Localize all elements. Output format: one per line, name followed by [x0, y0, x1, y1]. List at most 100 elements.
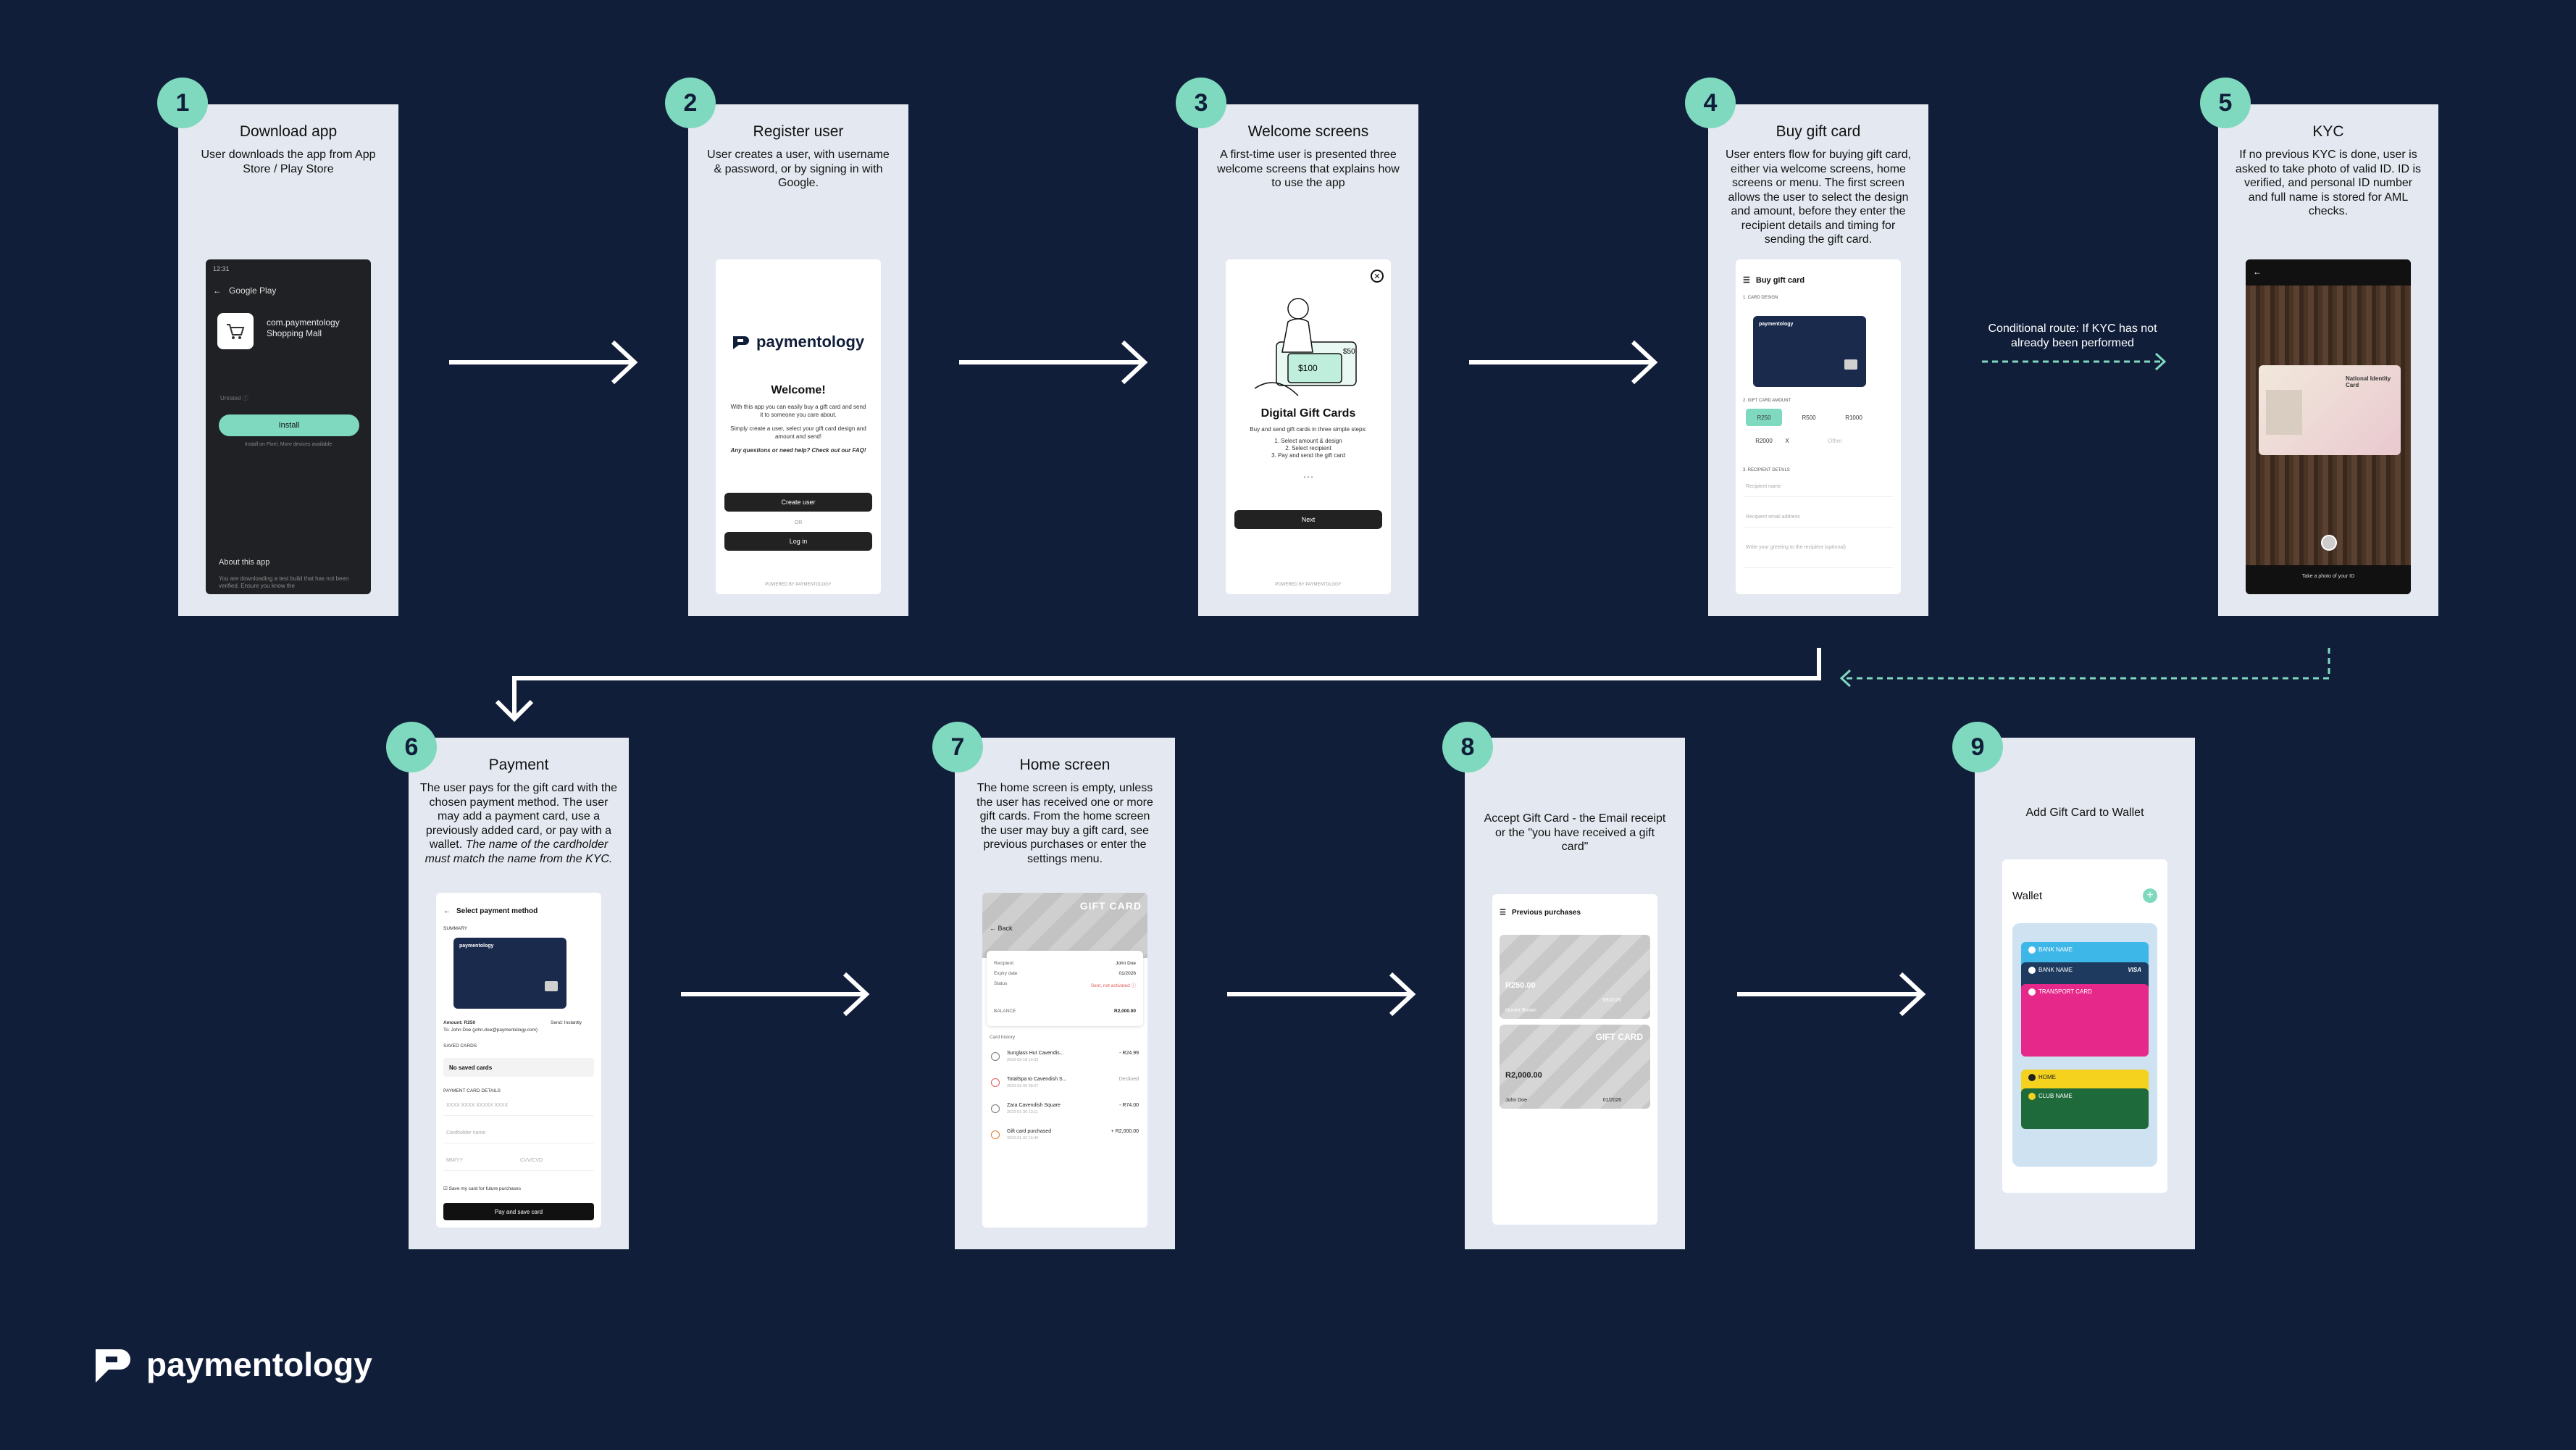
purchased-card[interactable]: GIFT CARD R2,000.00 John Doe 01/2026 — [1500, 1025, 1650, 1109]
wallet-card-label: TRANSPORT CARD — [2038, 988, 2092, 996]
balance-label: BALANCE — [994, 1009, 1016, 1014]
card-number-field[interactable]: XXXX XXXX XXXXX XXXX — [443, 1097, 594, 1116]
bag-icon — [991, 1052, 1000, 1061]
save-card-checkbox[interactable]: ☑ Save my card for future purchases — [443, 1186, 521, 1191]
wallet-card[interactable]: CLUB NAME — [2021, 1088, 2149, 1129]
flow-arrow-1-2 — [449, 341, 638, 384]
step-4-panel: Buy gift card User enters flow for buyin… — [1708, 104, 1928, 616]
header-title: Buy gift card — [1755, 275, 1805, 285]
amount-other-input[interactable]: Other — [1827, 437, 1842, 444]
step-title: Buy gift card — [1776, 123, 1861, 140]
back-arrow-icon[interactable]: ← — [2253, 267, 2262, 277]
balance-value: R2,000.00 — [1114, 1009, 1136, 1014]
info-key: Status — [994, 981, 1008, 986]
amount-option[interactable]: R250 — [1746, 409, 1782, 426]
summary-label: SUMMARY — [443, 926, 468, 931]
back-button[interactable]: ← Back — [990, 925, 1013, 932]
recipient-name-field[interactable]: Recipient name — [1743, 478, 1894, 497]
pay-and-save-button[interactable]: Pay and save card — [443, 1203, 594, 1220]
gift-card-design[interactable]: paymentology — [1753, 316, 1866, 387]
paymentology-logo-icon — [96, 1349, 130, 1383]
tx-name: Sunglass Hut Cavendis... — [1007, 1051, 1064, 1056]
welcome-step-3: 3. Pay and send the gift card — [1271, 452, 1345, 459]
id-card-title: National Identity Card — [2346, 375, 2391, 388]
menu-icon[interactable]: ☰ — [1743, 276, 1750, 285]
greeting-field[interactable]: Write your greeting to the recipient (op… — [1743, 539, 1894, 568]
welcome-heading: Welcome! — [771, 384, 826, 396]
no-saved-cards: No saved cards — [443, 1058, 594, 1077]
step-badge-3: 3 — [1176, 78, 1226, 128]
card-logo: paymentology — [1759, 322, 1794, 327]
info-value: John Doe — [1116, 961, 1136, 966]
or-divider: OR — [794, 520, 803, 525]
step-badge-8: 8 — [1442, 722, 1493, 772]
section-amount: 2. GIFT CARD AMOUNT — [1743, 399, 1791, 403]
purchased-card[interactable]: R250.00 Hunter Brown 09/2026 — [1500, 935, 1650, 1019]
tx-date: 2023-01-02 16:40 — [1007, 1136, 1039, 1141]
back-arrow-icon[interactable]: ← — [443, 907, 451, 915]
transaction-row[interactable]: Sunglass Hut Cavendis...2023-02-18 14:32… — [988, 1048, 1142, 1070]
step-description: The user pays for the gift card with the… — [419, 781, 619, 866]
cart-icon — [217, 313, 254, 349]
gift-icon — [991, 1130, 1000, 1139]
close-icon[interactable]: ✕ — [1371, 270, 1384, 283]
transaction-row[interactable]: TotalSpa to Cavendish S...2023-02-05 09:… — [988, 1074, 1142, 1096]
step-description-main: The user pays for the gift card with the… — [419, 782, 618, 851]
cardholder-field[interactable]: Cardholder name — [443, 1125, 594, 1143]
about-app-text: You are downloading a test build that ha… — [219, 575, 349, 589]
recipient-email-field[interactable]: Recipient email address — [1743, 509, 1894, 528]
step-description: User creates a user, with username & pas… — [707, 149, 890, 189]
back-label: Back — [998, 925, 1013, 932]
add-card-icon[interactable]: + — [2143, 888, 2157, 903]
section-card-design: 1. CARD DESIGN — [1743, 296, 1778, 300]
info-key: Recipient — [994, 961, 1014, 966]
flow-arrow-8-9 — [1737, 972, 1926, 1016]
cvv-field[interactable]: CVV/CVD — [517, 1152, 594, 1171]
install-button[interactable]: Install — [219, 414, 359, 436]
status-bar: 12:31 — [213, 265, 230, 272]
summary-to: To: John Doe (john.doe@paymentology.com) — [443, 1028, 538, 1033]
flow-arrow-7-8 — [1227, 972, 1416, 1016]
wallet-card[interactable]: TRANSPORT CARD — [2021, 984, 2149, 1057]
step-badge-4: 4 — [1685, 78, 1736, 128]
expiry-field[interactable]: MM/YY — [443, 1152, 520, 1171]
screen-header: ☰Previous purchases — [1500, 909, 1581, 917]
step-7-panel: Home screen The home screen is empty, un… — [955, 738, 1175, 1249]
step-description-note: The name of the cardholder must match th… — [425, 838, 613, 865]
checkbox-icon[interactable]: ☑ — [443, 1186, 448, 1191]
step-title: KYC — [2312, 123, 2344, 140]
step-description: Add Gift Card to Wallet — [2025, 807, 2144, 819]
amount-option[interactable]: R500 — [1802, 414, 1816, 421]
balance-row: BALANCE R2,000.00 — [994, 1009, 1136, 1014]
step-3-panel: Welcome screens A first-time user is pre… — [1198, 104, 1418, 616]
step-description: A first-time user is presented three wel… — [1217, 149, 1400, 189]
info-value: 01/2026 — [1118, 971, 1137, 976]
welcome-text-3: Any questions or need help? Check out ou… — [730, 447, 866, 454]
step-1-panel: Download app User downloads the app from… — [178, 104, 398, 616]
phone-mockup-welcome: ✕ $100 $50 Digital Gift Cards Buy and se… — [1226, 259, 1391, 594]
amount-option[interactable]: R1000 — [1845, 414, 1862, 421]
shutter-button[interactable] — [2321, 535, 2337, 551]
card-chip-icon — [1844, 359, 1857, 370]
flow-arrow-4-6 — [495, 648, 1821, 722]
back-arrow-icon[interactable]: ← — [990, 925, 996, 932]
card-holder: John Doe — [1505, 1098, 1527, 1103]
paymentology-logo-icon — [733, 336, 749, 349]
create-user-button[interactable]: Create user — [724, 493, 872, 512]
about-app-link[interactable]: About this app — [219, 558, 270, 567]
step-title: Payment — [488, 757, 549, 773]
login-button[interactable]: Log in — [724, 532, 872, 551]
info-row: Recipient John Doe — [994, 961, 1136, 966]
menu-icon[interactable]: ☰ — [1500, 909, 1506, 917]
next-button[interactable]: Next — [1234, 510, 1382, 529]
amount-option[interactable]: R2000 — [1755, 437, 1773, 444]
amount-option[interactable]: X — [1785, 437, 1789, 444]
header-title: Select payment method — [456, 907, 538, 915]
back-arrow-icon[interactable]: ← — [213, 286, 222, 296]
